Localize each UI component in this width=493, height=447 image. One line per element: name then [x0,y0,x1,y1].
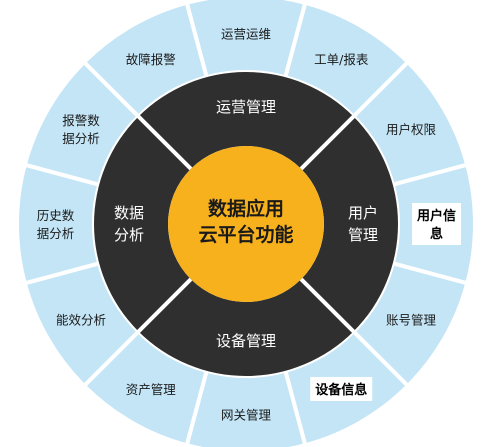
section-label-line1: 数据 [114,204,144,222]
center-title-line2: 云平台功能 [198,223,293,246]
section-divider [299,277,356,334]
item-label-line1: 用户信 [416,208,456,224]
highlight-box [310,376,373,401]
highlight-box [412,203,461,245]
item-label-line1: 历史数 [37,208,75,223]
section-segment [94,116,191,332]
section-label-line2: 管理 [348,226,378,244]
middle-ring [94,71,398,376]
section-segment [138,71,354,169]
section-label-line1: 运营管理 [216,98,276,116]
section-label-line1: 用户 [348,204,378,222]
section-segment [301,116,398,332]
section-divider [136,114,193,171]
center-title-line1: 数据应用 [208,197,284,220]
section-divider [299,114,356,171]
section-label-line2: 分析 [114,226,144,244]
item-label-line2: 息 [430,226,443,242]
item-label-line1: 账号管理 [386,312,437,327]
item-label-line1: 能效分析 [56,312,106,327]
item-label-line1: 网关管理 [221,408,272,423]
center-circle [168,146,324,302]
item-label-line2: 据分析 [62,131,100,146]
item-label-line1: 报警数 [62,113,100,128]
item-label-line2: 据分析 [37,226,75,241]
item-label-line1: 设备信息 [315,382,367,398]
section-segment [138,279,354,376]
section-label-line1: 设备管理 [216,332,276,350]
item-label-line1: 故障报警 [126,52,176,67]
item-label-line1: 工单/报表 [314,52,369,67]
item-label-line1: 用户权限 [386,122,437,137]
outer-ring [15,0,477,447]
center-disc: 数据应用 云平台功能 [168,146,324,302]
item-label-line1: 运营运维 [221,27,271,42]
item-label-line1: 资产管理 [126,382,177,397]
section-divider [136,277,193,334]
